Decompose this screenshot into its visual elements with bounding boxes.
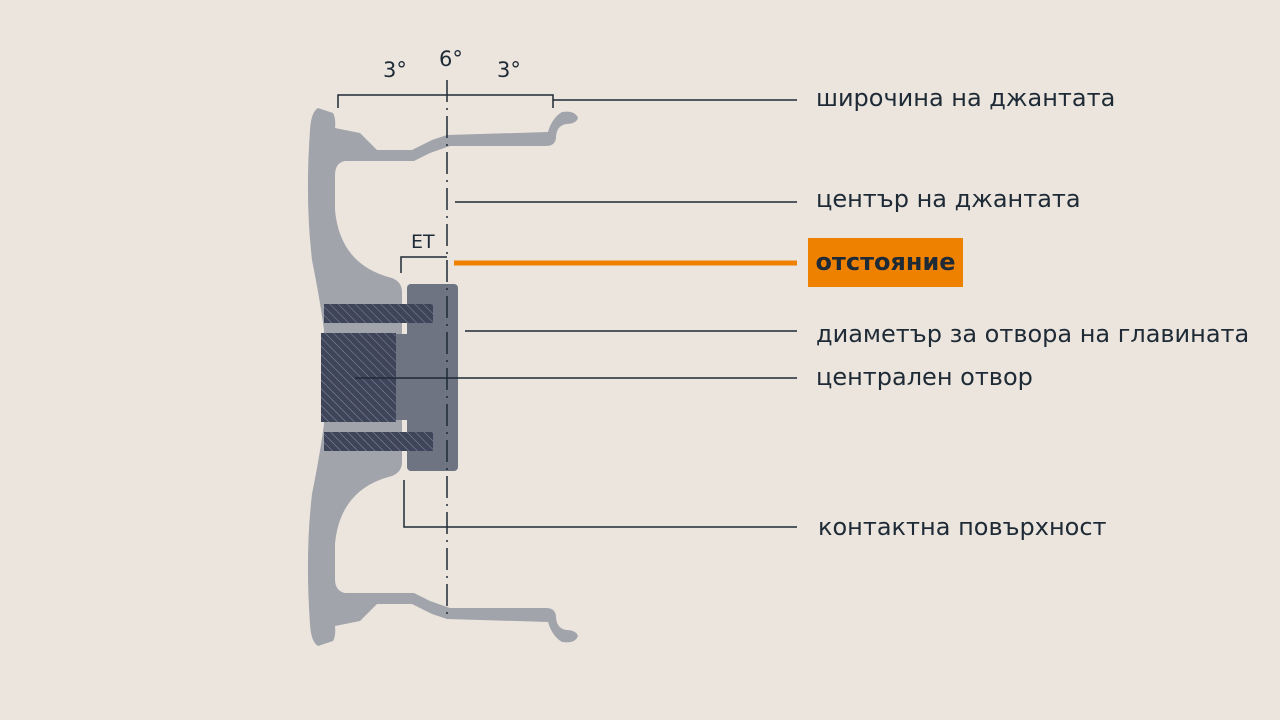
angle-center: 6°: [439, 47, 463, 71]
label-center-bore: централен отвор: [816, 363, 1033, 391]
label-rim-width: широчина на джантата: [816, 84, 1116, 112]
angle-left: 3°: [383, 58, 407, 82]
label-offset: отстояние: [808, 238, 963, 287]
angle-right: 3°: [497, 58, 521, 82]
label-hub-bore-diameter: диаметър за отвора на главината: [816, 320, 1250, 348]
label-contact-surface: контактна повърхност: [818, 513, 1107, 541]
et-label: ET: [411, 231, 435, 253]
leader-lines: [337, 80, 797, 620]
label-rim-center: център на джантата: [816, 185, 1081, 213]
